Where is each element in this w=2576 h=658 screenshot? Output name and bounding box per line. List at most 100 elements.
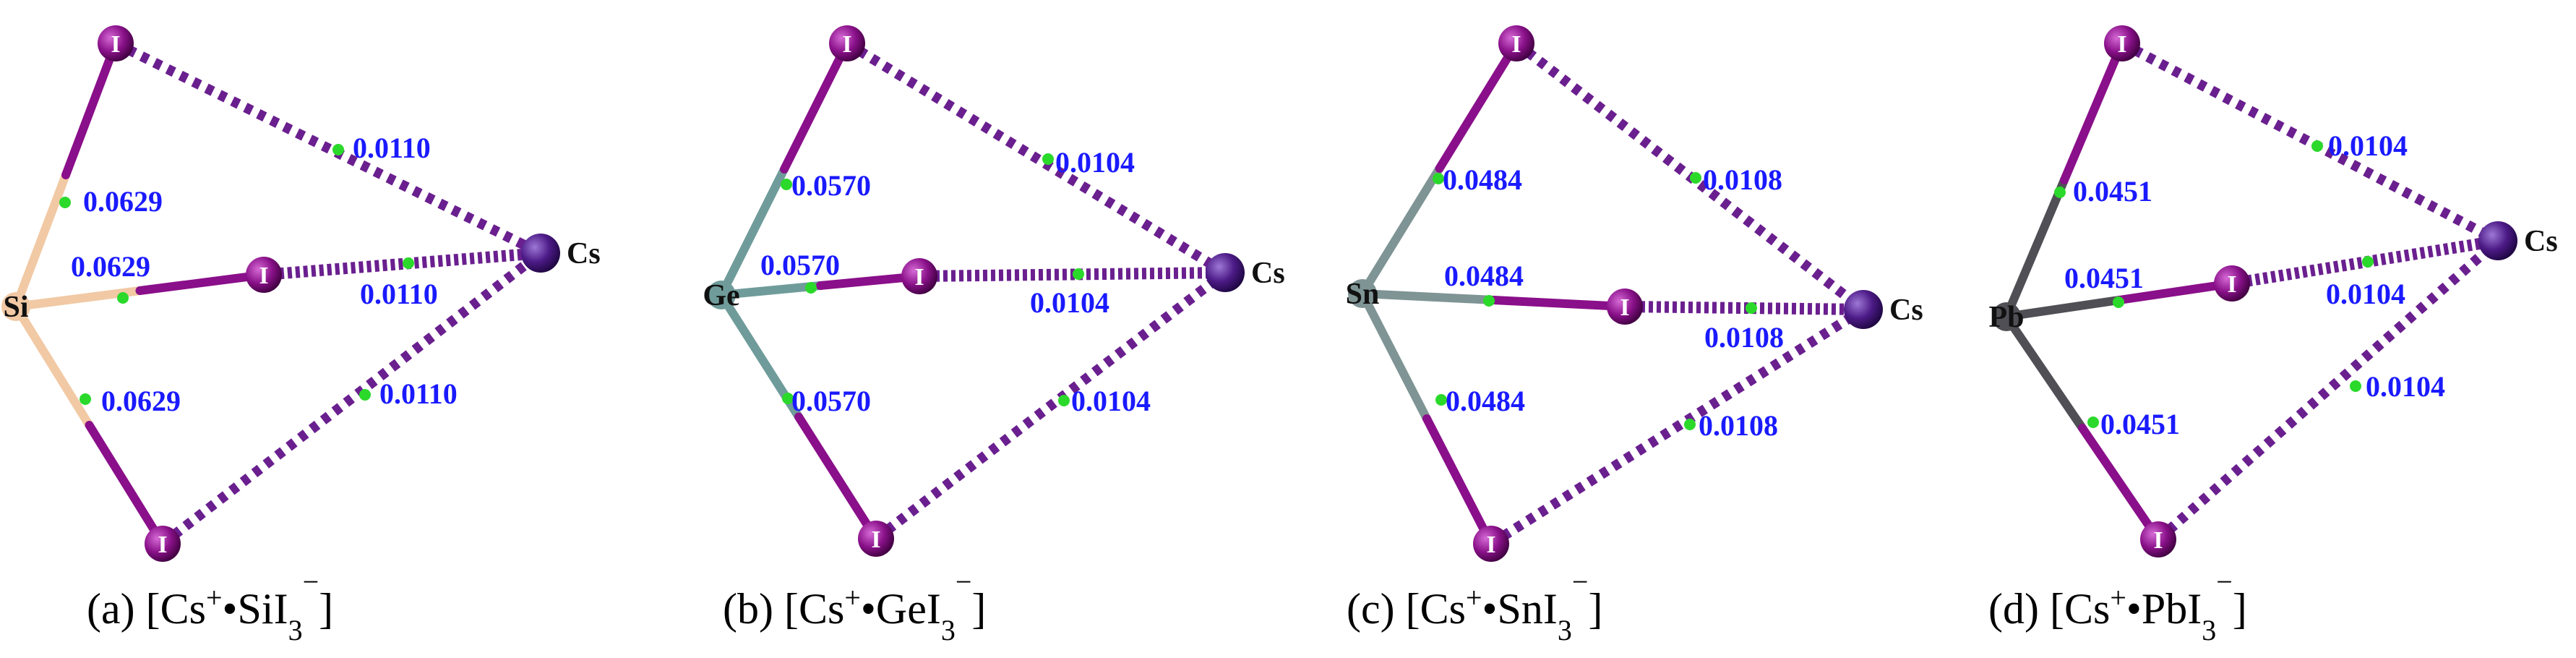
iodine-atom-label: I [2153, 527, 2163, 554]
panel-b: IIICsGe0.05700.05700.05700.01040.01040.0… [703, 25, 1285, 646]
iodine-atom [901, 258, 937, 294]
rho-value-label: 0.0451 [2064, 262, 2144, 294]
cesium-atom-label: Cs [1889, 294, 1923, 327]
center-i-bond-half [717, 281, 825, 299]
rho-value-label: 0.0570 [791, 385, 871, 417]
panel-d: IIICsPb0.04510.04510.04510.01040.01040.0… [1988, 25, 2558, 646]
bond-critical-point [1435, 394, 1447, 406]
center-i-bond-half [1422, 414, 1495, 548]
center-atom-label: Pb [1988, 301, 2024, 334]
caption-part: • [2126, 585, 2142, 633]
center-i-bond-half [2002, 296, 2124, 321]
caption-part: − [956, 565, 972, 598]
caption-part: ] [1588, 585, 1602, 633]
caption-part: Sn [1498, 585, 1543, 633]
iodine-atom-label: I [259, 262, 268, 289]
rho-value-label: 0.0629 [71, 250, 150, 283]
caption-part: + [844, 581, 861, 614]
bond-critical-point [2350, 380, 2361, 392]
bond-critical-point [1746, 302, 1757, 314]
rho-value-label: 0.0104 [1055, 146, 1135, 179]
iodine-atom [1473, 526, 1509, 562]
rho-value-label: 0.0104 [1071, 385, 1151, 417]
iodine-atom-label: I [842, 31, 851, 58]
center-i-bond-half [2002, 312, 2087, 432]
caption-part: I [927, 585, 941, 633]
caption-part: I [274, 585, 288, 633]
center-i-bond-half [2115, 279, 2236, 304]
center-atom [1348, 279, 1377, 308]
bond-critical-point [359, 389, 371, 401]
center-atom [1, 292, 30, 321]
caption-part: Ge [876, 585, 927, 633]
caption-part: 3 [1558, 614, 1572, 646]
cs-i-dotted-bond [919, 267, 1226, 282]
iodine-atom [2214, 265, 2250, 302]
bond-critical-point [1058, 395, 1070, 406]
rho-value-label: 0.0484 [1443, 163, 1522, 196]
rho-value-label: 0.0629 [83, 185, 163, 218]
rho-value-label: 0.0629 [101, 385, 181, 417]
caption-part: 3 [941, 614, 956, 646]
caption-part: (a) [Cs [87, 585, 206, 633]
bond-critical-point [805, 282, 817, 294]
caption-part: I [1543, 585, 1558, 633]
rho-value-label: 0.0451 [2073, 175, 2152, 208]
iodine-atom [98, 25, 134, 61]
cesium-atom [521, 234, 560, 273]
caption-part: I [2187, 585, 2202, 633]
center-i-bond-half [1358, 289, 1431, 423]
rho-value-label: 0.0110 [360, 278, 438, 310]
center-i-bond-half [135, 270, 268, 295]
bond-critical-point [2054, 187, 2066, 198]
bond-critical-point [2113, 296, 2124, 308]
panel-caption: (d) [Cs+•PbI3−] [1988, 565, 2247, 646]
caption-part: 3 [288, 614, 303, 646]
rho-value-label: 0.0104 [2328, 129, 2408, 162]
caption-part: • [223, 585, 238, 633]
center-i-bond-half [12, 171, 70, 311]
bond-critical-point [1433, 173, 1444, 184]
cesium-atom [2478, 221, 2517, 260]
center-i-bond-half [780, 39, 851, 174]
rho-value-label: 0.0108 [1703, 163, 1782, 196]
bond-critical-point [403, 257, 414, 269]
center-atom-label: Si [3, 291, 28, 324]
rho-value-label: 0.0484 [1444, 260, 1524, 292]
iodine-atom [829, 25, 865, 61]
rho-value-label: 0.0110 [379, 377, 458, 410]
panel-caption: (c) [Cs+•SnI3−] [1347, 565, 1602, 646]
iodine-atom-label: I [1486, 531, 1495, 558]
bond-critical-point [59, 197, 71, 208]
iodine-atom-label: I [111, 31, 120, 58]
iodine-atom [246, 257, 282, 293]
cs-i-dotted-bond [113, 38, 544, 258]
iodine-atom [145, 526, 181, 562]
bond-critical-point [782, 393, 794, 404]
caption-part: • [861, 585, 876, 633]
center-i-bond-half [1489, 296, 1629, 311]
caption-part: − [1572, 565, 1589, 598]
iodine-atom [2140, 521, 2176, 557]
rho-value-label: 0.0451 [2100, 408, 2180, 440]
cs-i-dotted-bond [2155, 236, 2502, 544]
iodine-atom-label: I [1511, 31, 1521, 58]
cs-i-dotted-bond [2119, 38, 2501, 246]
iodine-atom [1498, 25, 1534, 61]
center-atom [1992, 302, 2021, 331]
panel-caption: (a) [Cs+•SiI3−] [87, 565, 333, 646]
caption-part: + [1466, 581, 1482, 614]
panel-a: IIICsSi0.06290.06290.06290.01100.01100.0… [1, 25, 601, 646]
bond-critical-point [80, 393, 91, 405]
cesium-atom-label: Cs [567, 237, 601, 270]
cs-i-dotted-bond [872, 268, 1229, 543]
bond-critical-point [781, 179, 792, 190]
bond-critical-point [2311, 140, 2323, 152]
cs-i-dotted-bond [844, 39, 1228, 277]
rho-value-label: 0.0108 [1699, 409, 1778, 442]
iodine-atom [858, 521, 894, 557]
cs-i-dotted-bond [2231, 235, 2499, 289]
center-i-bond-half [12, 302, 94, 430]
caption-part: (d) [Cs [1988, 585, 2110, 633]
